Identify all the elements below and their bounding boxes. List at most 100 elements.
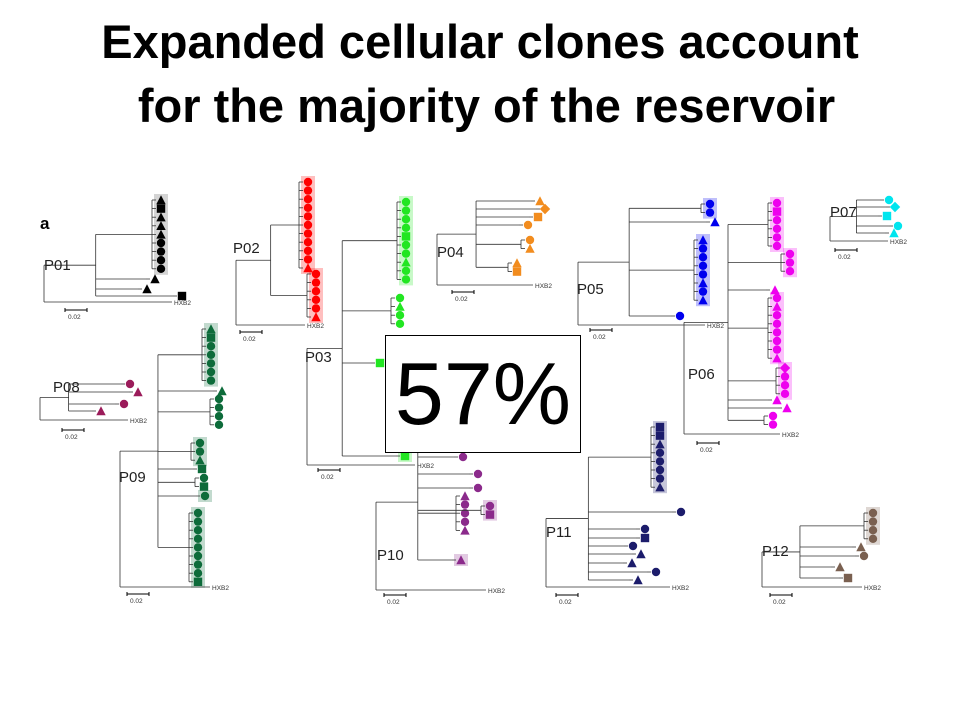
patient-label: P05 [577, 281, 604, 298]
patient-label: P11 [546, 524, 572, 541]
circle-marker [651, 567, 661, 577]
triangle-marker [217, 386, 227, 396]
circle-marker [893, 221, 903, 231]
circle-marker [868, 526, 878, 535]
circle-marker [193, 508, 203, 518]
reference-label: HXB2 [672, 585, 689, 592]
circle-marker [303, 229, 313, 238]
circle-marker [772, 241, 782, 251]
scale-label: 0.02 [773, 599, 786, 606]
circle-marker [884, 195, 894, 205]
circle-marker [303, 220, 313, 230]
triangle-marker [303, 263, 313, 273]
triangle-marker [772, 301, 782, 311]
scale-label: 0.02 [559, 599, 572, 606]
circle-marker [311, 287, 321, 296]
circle-marker [473, 469, 483, 479]
triangle-marker [535, 196, 545, 206]
circle-marker [395, 319, 405, 328]
circle-marker [772, 319, 782, 328]
patient-label: P04 [437, 244, 464, 261]
patient-label: P09 [119, 469, 146, 486]
circle-marker [206, 350, 216, 359]
circle-marker [125, 379, 135, 389]
circle-marker [780, 389, 790, 398]
circle-marker [303, 186, 313, 195]
square-marker [193, 577, 203, 586]
scale-label: 0.02 [593, 334, 606, 341]
patient-label: P07 [830, 204, 857, 221]
triangle-marker [96, 406, 106, 416]
patient-label: P01 [44, 257, 71, 274]
circle-marker [401, 223, 411, 232]
circle-marker [655, 448, 665, 457]
triangle-marker [460, 491, 470, 501]
clone-highlight [696, 234, 710, 307]
circle-marker [705, 208, 715, 217]
triangle-marker [206, 324, 216, 334]
square-marker [882, 211, 892, 221]
circle-marker [772, 293, 782, 303]
patient-label: P02 [233, 240, 260, 257]
circle-marker [460, 500, 470, 509]
circle-marker [119, 399, 129, 409]
circle-marker [193, 560, 203, 569]
circle-marker [698, 244, 708, 253]
clone-highlight [866, 507, 880, 545]
scale-label: 0.02 [455, 296, 468, 303]
title-line-1: Expanded cellular clones account [101, 15, 859, 68]
square-marker [655, 422, 665, 432]
triangle-marker [627, 558, 637, 568]
circle-marker [214, 403, 224, 412]
circle-marker [303, 255, 313, 264]
circle-marker [206, 367, 216, 377]
circle-marker [868, 517, 878, 526]
triangle-marker [512, 258, 522, 268]
circle-marker [303, 195, 313, 204]
circle-marker [311, 278, 321, 287]
circle-marker [676, 507, 686, 517]
triangle-marker [710, 217, 720, 227]
circle-marker [859, 551, 869, 561]
reference-label: HXB2 [782, 432, 799, 439]
circle-marker [772, 224, 782, 233]
triangle-marker [156, 195, 166, 205]
scale-label: 0.02 [838, 254, 851, 261]
triangle-marker [835, 562, 845, 572]
triangle-marker [395, 301, 405, 311]
triangle-marker [133, 387, 143, 397]
circle-marker [214, 420, 224, 429]
scale-label: 0.02 [130, 598, 143, 605]
circle-marker [195, 447, 205, 456]
circle-marker [214, 394, 224, 404]
square-marker [156, 204, 166, 213]
circle-marker [206, 359, 216, 368]
square-marker [485, 510, 495, 519]
triangle-marker [856, 542, 866, 552]
patient-label: P12 [762, 543, 789, 560]
square-marker [199, 482, 209, 491]
patient-label: P10 [377, 547, 404, 564]
triangle-marker [772, 395, 782, 405]
square-marker [401, 232, 411, 241]
diamond-marker [889, 201, 901, 213]
reference-label: HXB2 [707, 323, 724, 330]
triangle-marker [636, 549, 646, 559]
triangle-marker [156, 221, 166, 230]
circle-marker [311, 269, 321, 279]
circle-marker [401, 206, 411, 215]
reference-label: HXB2 [417, 463, 434, 470]
circle-marker [156, 238, 166, 248]
reference-label: HXB2 [212, 585, 229, 592]
triangle-marker [195, 455, 205, 465]
circle-marker [311, 295, 321, 304]
circle-marker [458, 452, 468, 462]
circle-marker [768, 411, 778, 421]
circle-marker [156, 264, 166, 273]
